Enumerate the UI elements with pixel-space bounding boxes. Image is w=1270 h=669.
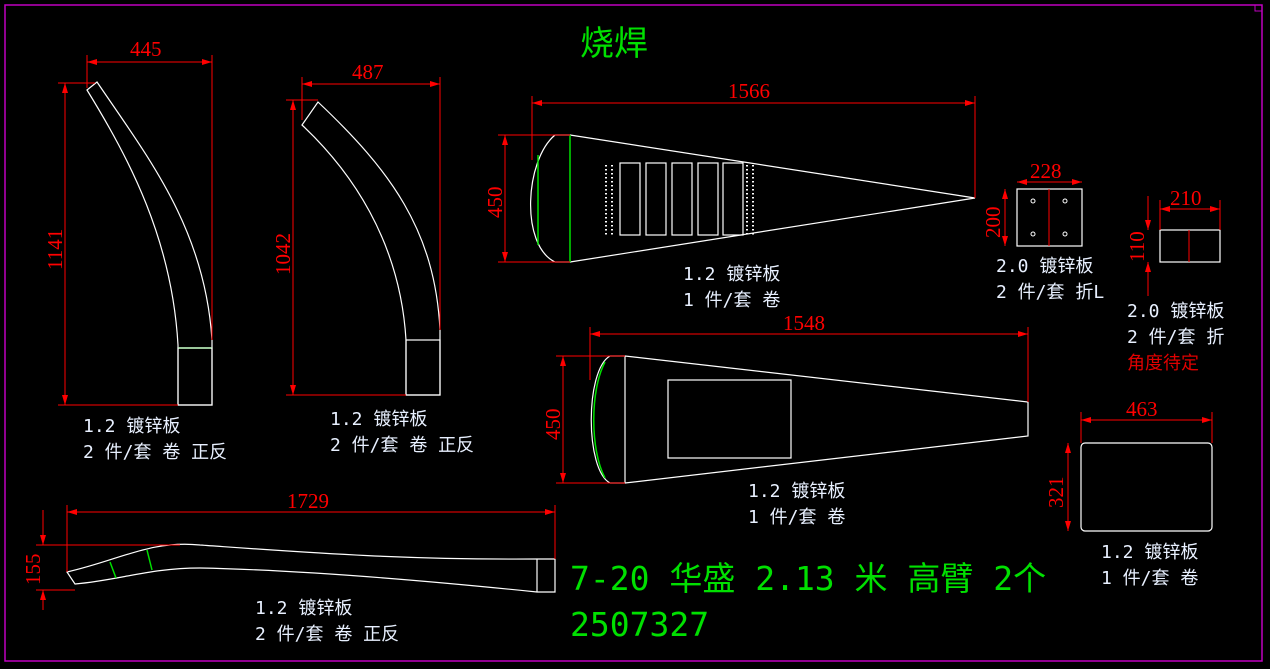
part-material: 1.2 镀锌板	[683, 264, 780, 285]
dim-height: 110	[1125, 231, 1149, 262]
dim-width: 210	[1170, 186, 1202, 210]
part-quantity: 2 件/套 卷 正反	[330, 435, 474, 456]
dim-width: 1566	[728, 79, 770, 103]
dim-width: 1548	[783, 311, 825, 335]
dim-height: 1141	[43, 229, 67, 270]
part-quantity: 1 件/套 卷	[683, 290, 780, 311]
part-curved-arm-1: 445 1141 1.2 镀锌板 2 件/套 卷 正反	[43, 37, 227, 463]
dim-width: 463	[1126, 397, 1158, 421]
part-curved-arm-2: 487 1042 1.2 镀锌板 2 件/套 卷 正反	[271, 60, 474, 456]
order-number: 2507327	[570, 605, 709, 644]
dim-width: 487	[352, 60, 384, 84]
part-long-bar: 1729 155 1.2 镀锌板 2 件/套 卷 正反	[21, 489, 556, 645]
order-description: 7-20 华盛 2.13 米 高臂 2个	[570, 559, 1046, 598]
part-material: 2.0 镀锌板	[996, 256, 1093, 277]
dim-height: 155	[21, 554, 45, 586]
part-quantity: 2 件/套 折	[1127, 327, 1224, 348]
part-bent-plate: 210 110 2.0 镀锌板 2 件/套 折 角度待定	[1125, 186, 1224, 374]
angle-note: 角度待定	[1127, 353, 1199, 374]
part-material: 1.2 镀锌板	[330, 409, 427, 430]
part-quantity: 1 件/套 卷	[748, 507, 845, 528]
part-cone-1: 1566 450 1.2 镀锌板 1 件/套 卷	[483, 79, 976, 311]
part-material: 1.2 镀锌板	[748, 481, 845, 502]
dim-height: 450	[483, 187, 507, 219]
part-quantity: 2 件/套 卷 正反	[255, 624, 399, 645]
part-material: 1.2 镀锌板	[83, 416, 180, 437]
part-material: 1.2 镀锌板	[255, 598, 352, 619]
part-bracket-l: 228 200 2.0 镀锌板 2 件/套 折L	[981, 159, 1104, 303]
dim-height: 450	[541, 409, 565, 441]
dim-width: 445	[130, 37, 162, 61]
part-material: 1.2 镀锌板	[1101, 542, 1198, 563]
drawing-frame	[4, 4, 1263, 662]
dim-height: 200	[981, 207, 1005, 239]
part-quantity: 1 件/套 卷	[1101, 568, 1198, 589]
dim-height: 321	[1044, 477, 1068, 509]
part-cone-2: 1548 450 1.2 镀锌板 1 件/套 卷	[541, 311, 1029, 528]
drawing-title: 烧焊	[580, 24, 648, 64]
part-quantity: 2 件/套 卷 正反	[83, 442, 227, 463]
frame-corner	[1254, 4, 1263, 12]
dim-height: 1042	[271, 233, 295, 275]
part-material: 2.0 镀锌板	[1127, 301, 1224, 322]
part-quantity: 2 件/套 折L	[996, 282, 1104, 303]
dim-width: 1729	[287, 489, 329, 513]
part-rect-plate: 463 321 1.2 镀锌板 1 件/套 卷	[1044, 397, 1213, 589]
dim-width: 228	[1030, 159, 1062, 183]
